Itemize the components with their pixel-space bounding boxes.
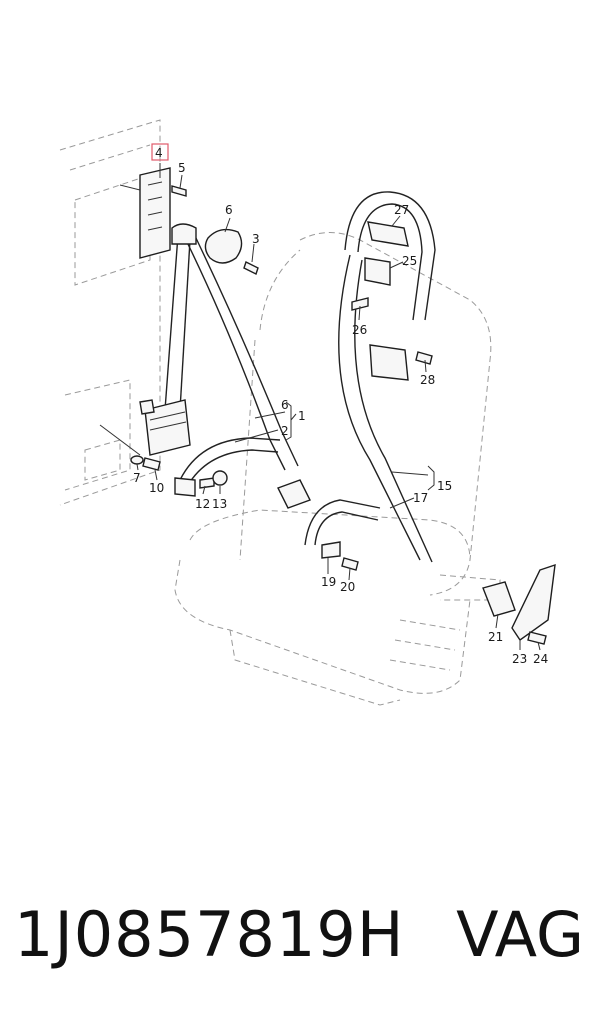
callout-27: 27 — [394, 203, 409, 217]
callout-24: 24 — [533, 652, 548, 666]
bolt-5 — [171, 185, 187, 197]
seat-outline — [174, 232, 501, 706]
callout-5: 5 — [178, 161, 186, 175]
upper-anchor-plate — [119, 167, 171, 259]
bolt-28 — [415, 351, 433, 365]
bolt-26 — [351, 297, 369, 311]
callout-19: 19 — [321, 575, 336, 589]
callout-17: 17 — [413, 491, 428, 505]
callout-2: 2 — [281, 424, 289, 438]
callout-1: 1 — [298, 409, 306, 423]
part-number: 1J0857819H — [14, 898, 405, 971]
callout-20: 20 — [340, 580, 355, 594]
callout-15: 15 — [437, 479, 452, 493]
callout-13: 13 — [212, 497, 227, 511]
front-retractor-unit — [139, 399, 191, 456]
bolt-12 — [199, 477, 215, 489]
callout-labels: 4 5 6 3 27 25 26 28 6 1 2 7 10 12 13 15 … — [133, 143, 548, 666]
rear-buckle-21 — [482, 581, 516, 617]
rear-belt-strap — [338, 191, 436, 563]
bracket-23 — [511, 563, 556, 641]
vehicle-body-outline — [59, 119, 161, 506]
brand-name: VAG — [456, 898, 584, 971]
guide-bracket-25 — [364, 257, 391, 286]
callout-10: 10 — [149, 481, 164, 495]
callout-23: 23 — [512, 652, 527, 666]
callout-12: 12 — [195, 497, 210, 511]
leader-lines — [136, 163, 541, 651]
washer-7-bolt-10 — [99, 424, 161, 471]
cap-13 — [212, 470, 228, 486]
callout-26: 26 — [352, 323, 367, 337]
height-adjuster-cover-6 — [204, 228, 243, 264]
front-belt-strap — [164, 223, 299, 471]
callout-4: 4 — [155, 146, 163, 160]
anchor-19-bolt-20 — [321, 541, 359, 571]
product-footer: 1J0857819H VAG — [0, 890, 600, 980]
seat-belt-exploded-diagram: 4 5 6 3 27 25 26 28 6 1 2 7 10 12 13 15 … — [59, 119, 556, 706]
callout-25: 25 — [402, 254, 417, 268]
callout-3: 3 — [252, 232, 260, 246]
upper-guide-27 — [367, 221, 409, 247]
rear-lap-belt — [304, 499, 381, 546]
callout-21: 21 — [488, 630, 503, 644]
callout-6-belt: 6 — [281, 398, 289, 412]
bolt-3 — [243, 261, 259, 275]
callout-6: 6 — [225, 203, 233, 217]
front-buckle-tongue — [277, 479, 311, 509]
callout-28: 28 — [420, 373, 435, 387]
callout-7: 7 — [133, 471, 141, 485]
highlighted-callout-box — [151, 143, 169, 161]
bolt-24 — [527, 631, 547, 645]
rear-retractor-unit — [369, 344, 409, 381]
lower-belt-loop — [174, 437, 281, 497]
